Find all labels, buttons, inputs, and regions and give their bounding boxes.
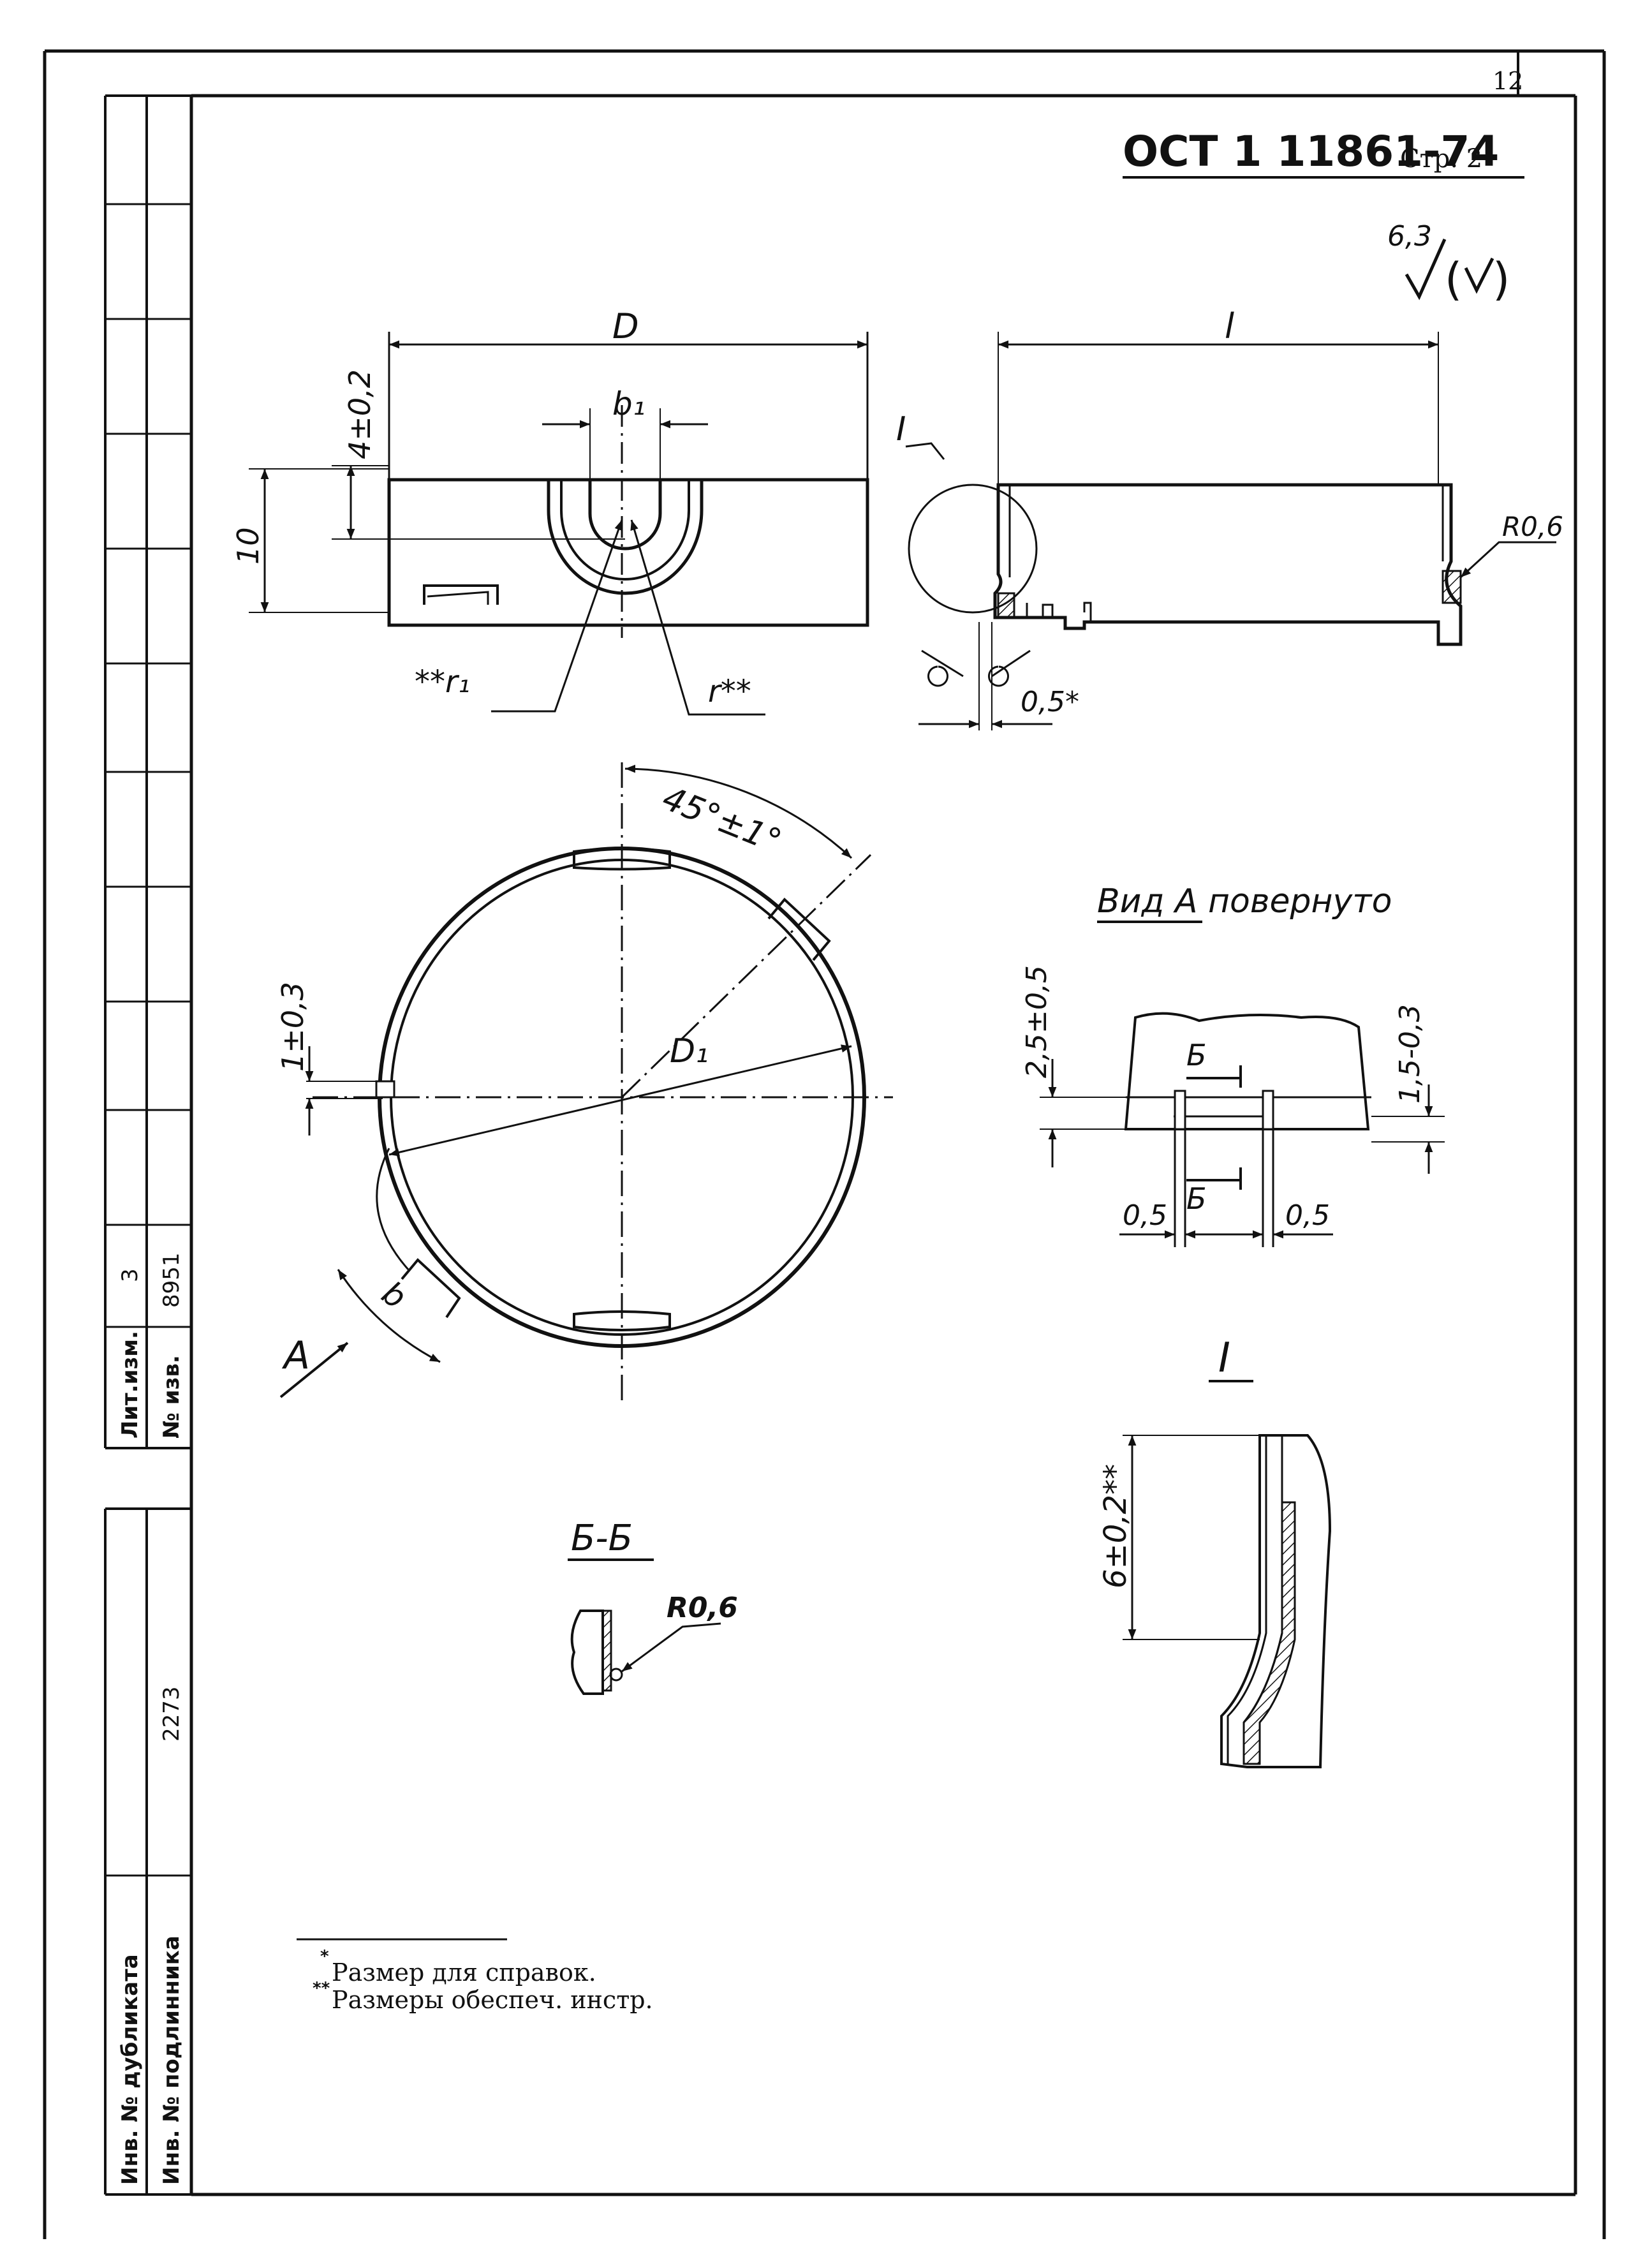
dim-w-right: 0,5 [1285, 1199, 1330, 1232]
stamp-orig-label: Инв. № подлинника [159, 1935, 184, 2185]
view-A: Вид А повернуто 2,5±0,5 1,5-0,3 Б Б 0,5 [1021, 882, 1445, 1247]
section-BB-title: Б-Б [571, 1518, 633, 1559]
cut-top-label: Б [1186, 1038, 1207, 1072]
dim-b1: b₁ [612, 385, 645, 422]
dim-6: 6±0,2** [1098, 1464, 1133, 1588]
dim-R-BB: R0,6 [667, 1592, 738, 1624]
dim-05-side: 0,5* [1021, 686, 1079, 718]
stamp-orig-value: 2273 [159, 1686, 184, 1742]
dim-4: 4±0,2 [343, 369, 377, 459]
note-star-1: * [320, 1947, 329, 1966]
dim-angle: 45°±1° [657, 779, 786, 861]
stamp-izv-value: 8951 [159, 1252, 184, 1308]
side-view: I l R0,6 0,5* [896, 306, 1563, 730]
dim-D1: D₁ [670, 1032, 709, 1070]
dim-gap: 1±0,3 [276, 982, 310, 1072]
stamp-lit-value: 3 [117, 1268, 143, 1282]
sheet-frame [43, 49, 1606, 2239]
note-1: Размер для справок. [332, 1958, 596, 1987]
dim-b: b [375, 1274, 413, 1316]
surface-finish-bracket: ( [1445, 253, 1462, 306]
stamp-lit-label: Лит.изм. [117, 1331, 143, 1439]
dim-R-side: R0,6 [1502, 511, 1563, 542]
mark-A: A [281, 1333, 310, 1378]
detail-I-title: I [1218, 1335, 1230, 1382]
surface-finish-value: 6,3 [1387, 220, 1432, 253]
dim-r1: **r₁ [415, 664, 470, 700]
cut-bot-label: Б [1186, 1181, 1207, 1216]
inventory-stamp: Инв. № дубликата Инв. № подлинника 2273 [104, 1507, 191, 2196]
revision-stamp: Лит.изм. 3 № изв. 8951 [104, 94, 191, 1449]
detail-I: I 6±0,2** [1098, 1335, 1332, 1768]
front-view: D b₁ 4±0,2 10 **r₁ r** [231, 306, 869, 716]
surface-finish-bracket-close: ) [1493, 253, 1510, 306]
footnotes: * Размер для справок. ** Размеры обеспеч… [297, 1938, 653, 2014]
doc-page-label: Стр. 2 [1400, 144, 1482, 174]
dim-w-left: 0,5 [1123, 1199, 1167, 1232]
stamp-dup-label: Инв. № дубликата [117, 1954, 143, 2185]
note-star-2: ** [313, 1979, 330, 1998]
mark-I-side: I [896, 410, 906, 448]
dim-l: l [1225, 306, 1234, 346]
surface-finish-symbol: 6,3 ( ) [1387, 220, 1510, 306]
plan-view: 1±0,3 D₁ 45°±1° b A [276, 762, 893, 1403]
stamp-izv-label: № изв. [159, 1355, 184, 1439]
section-BB: Б-Б R0,6 [568, 1518, 738, 1695]
note-2: Размеры обеспеч. инстр. [332, 1986, 653, 2014]
dim-D: D [612, 306, 639, 346]
page-number: 12 [1493, 67, 1523, 95]
dim-10: 10 [231, 527, 265, 565]
view-A-title: Вид А повернуто [1097, 882, 1392, 921]
dim-25: 2,5±0,5 [1021, 965, 1053, 1078]
dim-15: 1,5-0,3 [1394, 1004, 1426, 1104]
dim-r: r** [708, 674, 751, 709]
doc-code: ОСТ 1 11861-74 [1123, 127, 1499, 176]
